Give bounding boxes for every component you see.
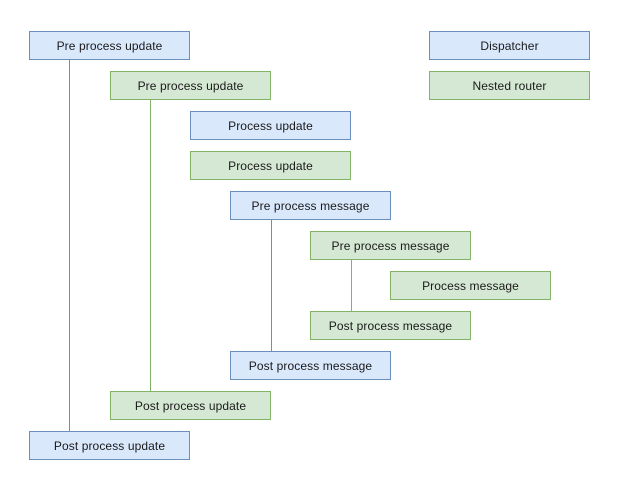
node-label: Post process update: [53, 438, 166, 453]
node-post-process-update-nested-router[interactable]: Post process update: [110, 391, 271, 420]
legend-label: Dispatcher: [480, 38, 539, 53]
legend-item-dispatcher[interactable]: Dispatcher: [429, 31, 590, 60]
node-post-process-message-nested-router[interactable]: Post process message: [310, 311, 471, 340]
node-label: Pre process update: [137, 78, 244, 93]
edge-nested-pre-process-message-to-post-process-message: [351, 260, 352, 311]
node-label: Pre process message: [331, 238, 450, 253]
edge-nested-pre-process-update-to-post-process-update: [150, 100, 151, 391]
legend-item-nested-router[interactable]: Nested router: [429, 71, 590, 100]
node-label: Pre process message: [251, 198, 370, 213]
node-label: Process update: [228, 158, 313, 173]
node-process-message-nested-router[interactable]: Process message: [390, 271, 551, 300]
node-post-process-update-dispatcher[interactable]: Post process update: [29, 431, 190, 460]
edge-pre-process-update-to-post-process-update: [69, 60, 70, 431]
node-process-update-nested-router[interactable]: Process update: [190, 151, 351, 180]
node-pre-process-update-dispatcher[interactable]: Pre process update: [29, 31, 190, 60]
node-label: Pre process update: [56, 38, 163, 53]
node-process-update-dispatcher[interactable]: Process update: [190, 111, 351, 140]
node-label: Post process update: [134, 398, 247, 413]
node-pre-process-message-nested-router[interactable]: Pre process message: [310, 231, 471, 260]
edge-pre-process-message-to-post-process-message: [271, 220, 272, 351]
node-label: Process message: [422, 278, 519, 293]
node-label: Process update: [228, 118, 313, 133]
node-label: Post process message: [248, 358, 373, 373]
node-pre-process-update-nested-router[interactable]: Pre process update: [110, 71, 271, 100]
node-post-process-message-dispatcher[interactable]: Post process message: [230, 351, 391, 380]
node-label: Post process message: [328, 318, 453, 333]
node-pre-process-message-dispatcher[interactable]: Pre process message: [230, 191, 391, 220]
legend-label: Nested router: [472, 78, 547, 93]
